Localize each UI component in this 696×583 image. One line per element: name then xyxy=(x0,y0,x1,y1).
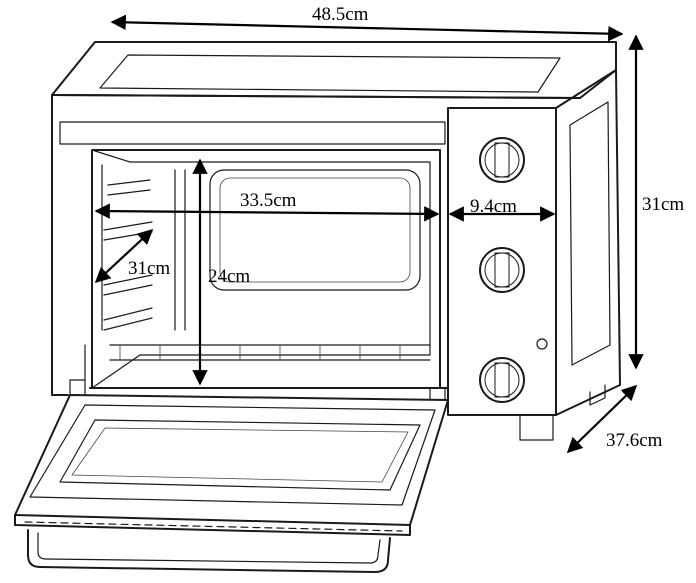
knob-middle[interactable] xyxy=(479,247,525,293)
control-knobs xyxy=(479,137,548,403)
overall-width-arrow xyxy=(110,14,624,42)
power-indicator-light xyxy=(536,338,548,350)
oven-door xyxy=(14,344,449,573)
oven-body xyxy=(51,41,621,441)
interior-depth-label: 31cm xyxy=(128,258,170,279)
control-panel-width-label: 9.4cm xyxy=(470,196,517,217)
dimension-arrows xyxy=(94,14,644,454)
overall-height-label: 31cm xyxy=(642,194,684,215)
knob-top[interactable] xyxy=(479,137,525,183)
interior-width-arrow xyxy=(94,203,440,222)
knob-bottom[interactable] xyxy=(479,357,525,403)
interior-width-label: 33.5cm xyxy=(240,190,297,211)
interior-depth-arrow xyxy=(94,228,154,284)
dimension-labels: 48.5cm 31cm 37.6cm 33.5cm 24cm 31cm 9.4c… xyxy=(128,4,684,451)
overall-width-label: 48.5cm xyxy=(312,4,369,25)
overall-depth-label: 37.6cm xyxy=(606,430,663,451)
overall-depth-arrow xyxy=(566,384,638,454)
interior-height-label: 24cm xyxy=(208,266,250,287)
